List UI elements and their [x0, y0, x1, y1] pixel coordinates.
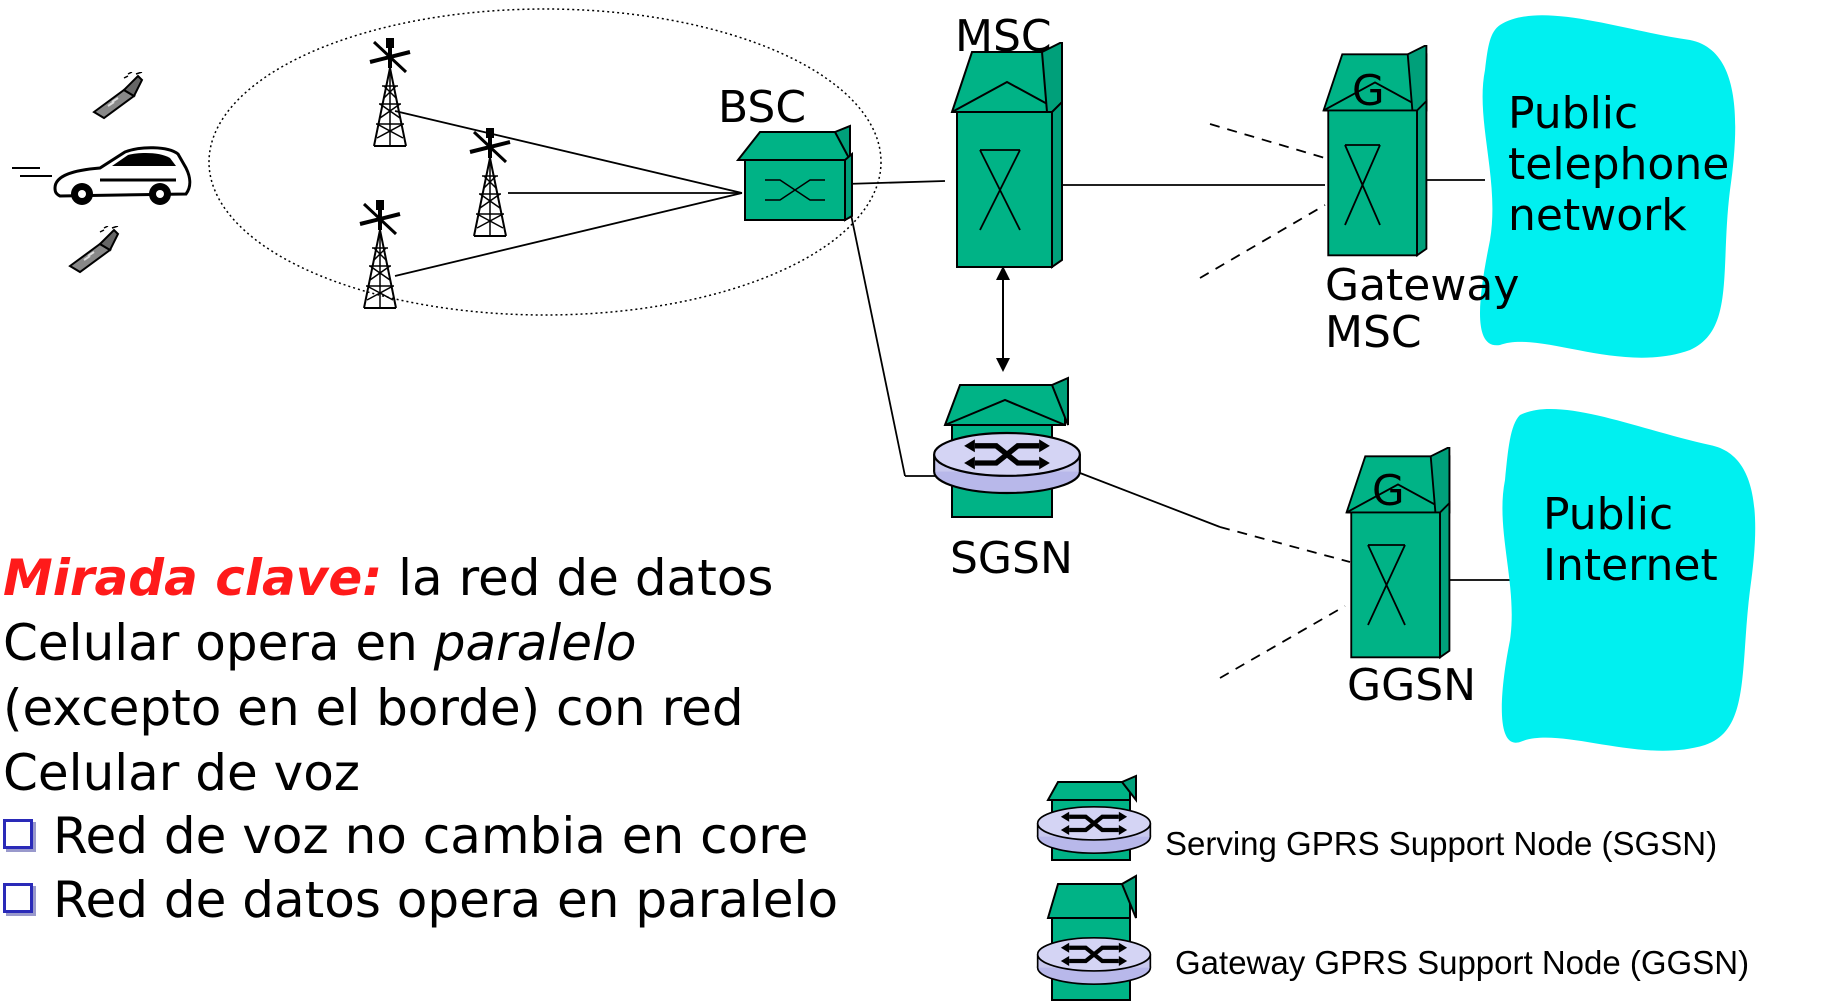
key-insight-line4: Celular de voz	[3, 744, 361, 802]
legend-ggsn-text: Gateway GPRS Support Node (GGSN)	[1175, 944, 1750, 981]
bullet-text: Red de datos opera en paralelo	[53, 871, 839, 929]
internet-cloud-icon	[1501, 408, 1756, 751]
key-insight-line3: (excepto en el borde) con red	[3, 679, 744, 737]
telephone-network-cloud-icon	[1480, 15, 1736, 358]
msc-label: MSC	[955, 11, 1052, 62]
bullet-item: Red de voz no cambia en core	[3, 811, 808, 861]
cell-phone-icon	[69, 226, 119, 273]
bullet-square-icon	[3, 818, 33, 849]
gateway-g-label: G	[1352, 66, 1385, 115]
key-insight-line2: Celular opera en paralelo	[3, 618, 636, 668]
legend-sgsn-text: Serving GPRS Support Node (SGSN)	[1165, 825, 1718, 862]
cell-phone-icon	[93, 72, 143, 119]
telephone-cloud-label-1: Public	[1508, 88, 1639, 139]
line2-text: Celular opera en	[3, 614, 434, 672]
cell-coverage-area	[208, 8, 882, 316]
bullet-item: Red de datos opera en paralelo	[3, 875, 838, 925]
sgsn-label: SGSN	[950, 533, 1073, 584]
links	[394, 110, 1510, 679]
ggsn-label: GGSN	[1347, 660, 1477, 711]
telephone-cloud-label-3: network	[1508, 190, 1687, 241]
sgsn-router-icon	[934, 376, 1080, 518]
internet-cloud-label-1: Public	[1543, 489, 1674, 540]
bsc-switch-icon	[735, 124, 853, 222]
ggsn-g-label: G	[1372, 466, 1405, 515]
antenna-tower-icon	[368, 38, 412, 148]
antenna-tower-icon	[358, 200, 402, 310]
ggsn-switch-icon	[1345, 447, 1451, 659]
msc-switch-icon	[951, 42, 1063, 268]
gateway-msc-switch-icon	[1322, 45, 1428, 257]
gateway-msc-label-line2: MSC	[1325, 307, 1422, 358]
line2-italic: paralelo	[433, 614, 637, 672]
key-insight-line1: Mirada clave: la red de datos	[3, 553, 773, 603]
msc-sgsn-link	[996, 266, 1010, 372]
key-phrase: Mirada clave:	[3, 549, 383, 607]
antenna-tower-icon	[468, 128, 512, 238]
legend-ggsn-icon	[1038, 874, 1151, 1001]
bullet-square-icon	[3, 882, 33, 913]
legend-sgsn-icon	[1038, 774, 1151, 861]
telephone-cloud-label-2: telephone	[1508, 139, 1730, 190]
car-icon	[12, 146, 192, 205]
internet-cloud-label-2: Internet	[1543, 540, 1718, 591]
key-line1-rest: la red de datos	[382, 549, 774, 607]
bullet-text: Red de voz no cambia en core	[53, 807, 809, 865]
gateway-msc-label-line1: Gateway	[1325, 260, 1520, 311]
bsc-label: BSC	[718, 82, 807, 133]
